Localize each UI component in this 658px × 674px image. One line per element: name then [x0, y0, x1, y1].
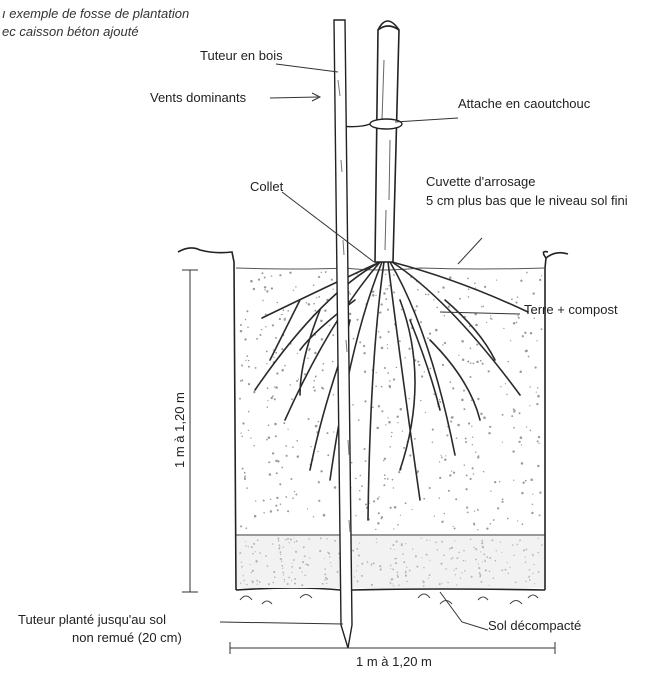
label-vents: Vents dominants [150, 90, 246, 105]
label-hauteur: 1 m à 1,20 m [172, 392, 187, 468]
root-system [255, 262, 528, 520]
rubber-tie [338, 119, 402, 129]
dimension-width [230, 642, 555, 654]
label-largeur: 1 m à 1,20 m [356, 654, 432, 669]
label-tuteur-plante-2: non remué (20 cm) [72, 630, 182, 645]
label-tuteur-plante-1: Tuteur planté jusqu'au sol [18, 612, 166, 627]
soil-texture [239, 271, 542, 530]
watering-basin-surface [236, 268, 545, 270]
label-tuteur-bois: Tuteur en bois [200, 48, 283, 63]
label-collet: Collet [250, 179, 283, 194]
bottom-soil [240, 594, 538, 604]
label-cuvette-1: Cuvette d'arrosage [426, 174, 535, 189]
decompacted-layer [236, 535, 545, 588]
caption-line-2: ec caisson béton ajouté [2, 24, 139, 39]
label-terre: Terre + compost [524, 302, 618, 317]
tree-trunk [375, 21, 399, 262]
label-sol: Sol décompacté [488, 618, 581, 633]
label-attache: Attache en caoutchouc [458, 96, 590, 111]
caption-line-1: ı exemple de fosse de plantation [2, 6, 189, 21]
label-cuvette-2: 5 cm plus bas que le niveau sol fini [426, 193, 628, 208]
